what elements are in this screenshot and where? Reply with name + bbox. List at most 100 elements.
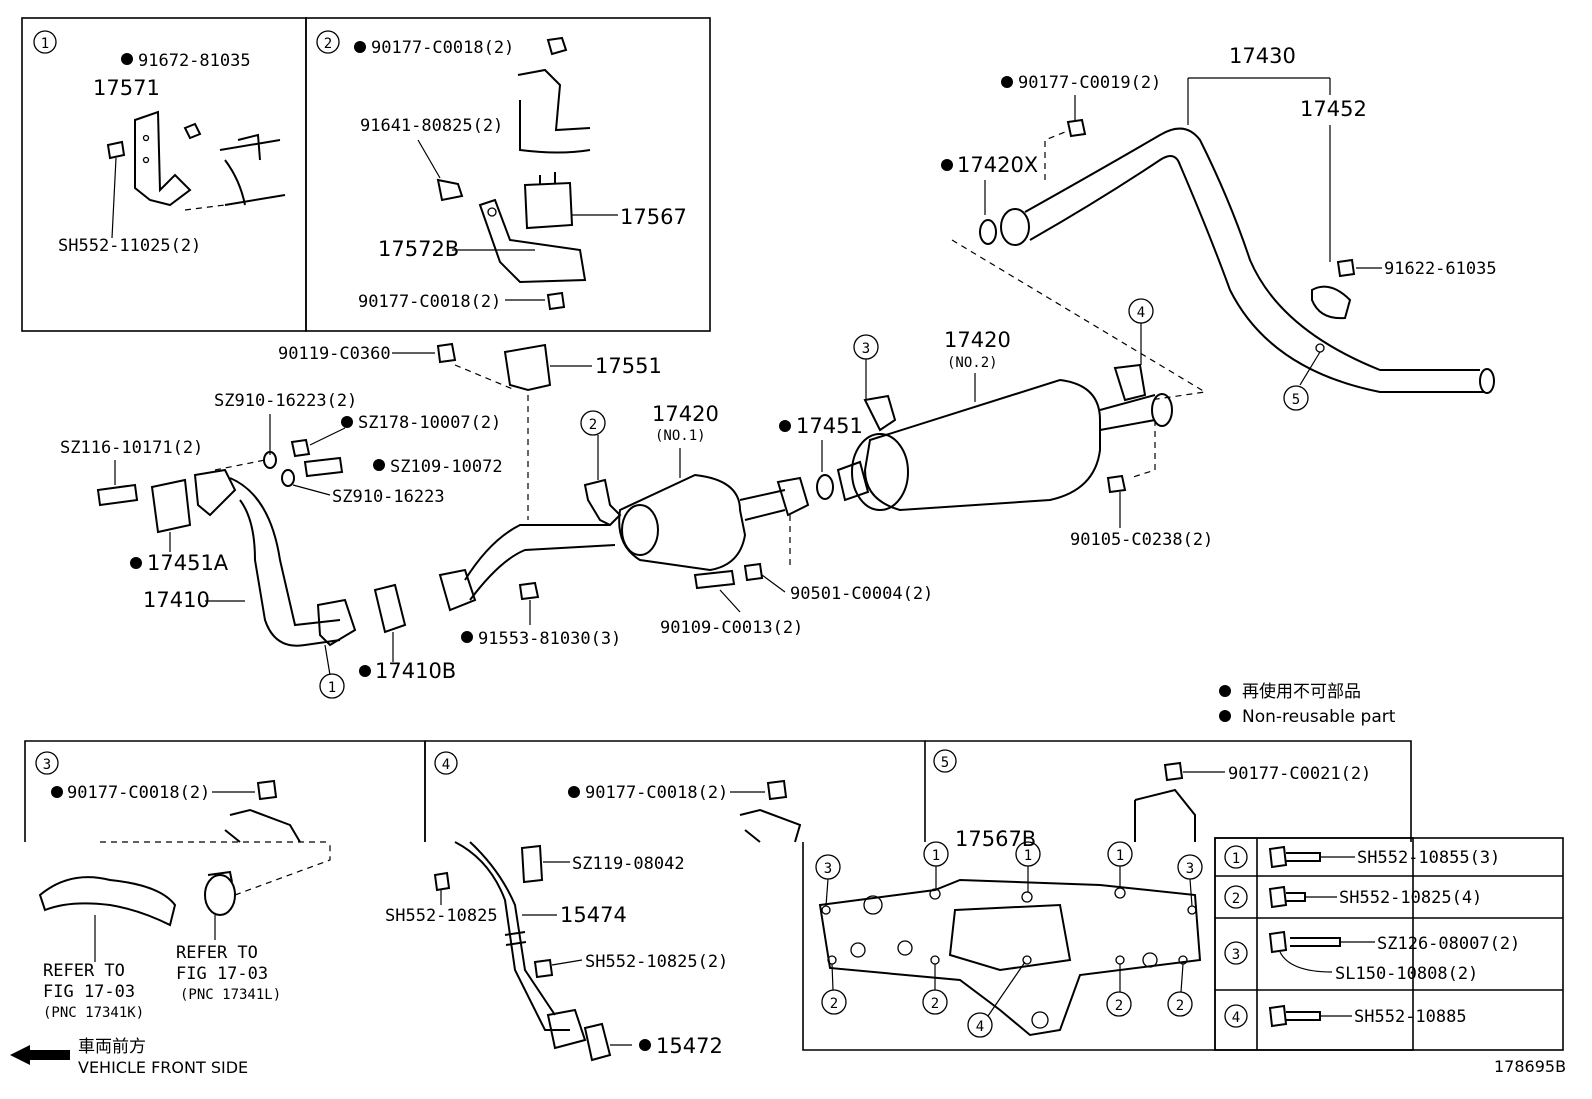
label-no2: (NO.2) bbox=[947, 355, 998, 371]
guide-line bbox=[1129, 420, 1156, 479]
guide-line bbox=[234, 842, 331, 896]
inset5-callout-2c-label: 2 bbox=[1115, 998, 1123, 1014]
part-17452: 17452 bbox=[1300, 97, 1367, 121]
callout-4-label: 4 bbox=[442, 757, 450, 773]
table-row-4-part: SH552-10885 bbox=[1354, 1007, 1467, 1027]
leader-line bbox=[1180, 963, 1184, 993]
mount-body bbox=[517, 68, 591, 154]
bolt-hole bbox=[487, 207, 497, 217]
leader-line bbox=[1299, 351, 1321, 386]
refer2-line2: FIG 17-03 bbox=[176, 964, 268, 984]
inset5-callout-2b-label: 2 bbox=[931, 996, 939, 1012]
washer bbox=[263, 451, 277, 469]
bolt-90119 bbox=[436, 342, 457, 364]
inset-5-frame-top bbox=[925, 740, 1412, 842]
leader-line bbox=[831, 963, 834, 991]
part-sh552-11025: SH552-11025(2) bbox=[58, 236, 201, 256]
non-reusable-dot bbox=[941, 159, 953, 171]
nut-icon bbox=[256, 779, 278, 801]
inset5-callout-4 bbox=[967, 1012, 993, 1038]
inset5-callout-2c bbox=[1106, 991, 1132, 1017]
bracket-line bbox=[1187, 77, 1331, 125]
part-90177-c0018-top: 90177-C0018(2) bbox=[371, 38, 514, 58]
part-17571: 17571 bbox=[93, 76, 160, 100]
bolt-icon bbox=[1268, 885, 1306, 909]
muffler-no2-end bbox=[851, 433, 909, 511]
hanger-bracket-4 bbox=[1113, 363, 1147, 402]
leader-line bbox=[551, 959, 583, 966]
part-17551: 17551 bbox=[595, 354, 662, 378]
nut-icon bbox=[546, 291, 566, 311]
refer2-line3: (PNC 17341L) bbox=[180, 987, 281, 1003]
inset5-callout-1b-label: 1 bbox=[1024, 848, 1032, 864]
inset-5-frame-bottom bbox=[802, 842, 1215, 1051]
part-sz116-10171: SZ116-10171(2) bbox=[60, 438, 203, 458]
part-90109-c0013: 90109-C0013(2) bbox=[660, 618, 803, 638]
inset-5: 5 90177-C0021(2) 17567B 1 1 1 3 bbox=[802, 740, 1564, 1051]
guide-line bbox=[184, 204, 226, 211]
pipe-section bbox=[219, 139, 286, 206]
bolt-90109 bbox=[693, 569, 736, 590]
nut-icon bbox=[1163, 761, 1184, 782]
flange bbox=[1000, 208, 1030, 246]
inset5-callout-1a-label: 1 bbox=[932, 848, 940, 864]
refer1-line3: (PNC 17341K) bbox=[43, 1005, 144, 1021]
part-17410b: 17410B bbox=[375, 659, 456, 683]
center-pipe bbox=[464, 524, 616, 601]
bolt-point-1a bbox=[929, 888, 941, 900]
footer: 車両前方 VEHICLE FRONT SIDE 178695B bbox=[10, 1037, 1566, 1077]
bolt-sh552-10825 bbox=[433, 871, 451, 892]
bolt-sz109 bbox=[303, 456, 344, 478]
outlet-flange-no2 bbox=[1151, 393, 1173, 427]
inset5-callout-3b-label: 3 bbox=[1186, 861, 1194, 877]
non-reusable-dot bbox=[1219, 685, 1231, 697]
callout-5-label: 5 bbox=[941, 755, 949, 771]
plate-hole bbox=[1142, 952, 1158, 968]
bracket-fragment bbox=[739, 808, 802, 843]
outlet-pipe-no2 bbox=[1099, 394, 1156, 431]
inset-4: 4 90177-C0018(2) SH552-10825 SZ119-08042… bbox=[385, 740, 926, 1062]
inset5-callout-4-label: 4 bbox=[976, 1019, 984, 1035]
part-17572b: 17572B bbox=[378, 237, 459, 261]
leader-line bbox=[1279, 951, 1333, 973]
refer1-line2: FIG 17-03 bbox=[43, 982, 135, 1002]
tail-pipe-upper-edge bbox=[1024, 127, 1480, 371]
washer bbox=[281, 469, 295, 487]
gasket-17451a bbox=[150, 478, 192, 534]
table-row-4-num: 4 bbox=[1232, 1010, 1240, 1026]
part-17567b: 17567B bbox=[955, 827, 1036, 851]
part-90177-c0018-bottom: 90177-C0018(2) bbox=[358, 292, 501, 312]
callout-5-circle bbox=[1283, 385, 1309, 411]
guide-line bbox=[1044, 129, 1071, 180]
callout-1-circle bbox=[33, 30, 57, 54]
part-sz910-16223: SZ910-16223 bbox=[332, 487, 445, 507]
non-reusable-dot bbox=[354, 41, 366, 53]
leader-line bbox=[1189, 878, 1193, 907]
rear-flange-17410 bbox=[316, 598, 357, 647]
bolt-table: 1 SH552-10855(3) 2 SH552-10825(4) 3 SZ12… bbox=[1214, 837, 1564, 1051]
hanger-bracket-2 bbox=[583, 478, 622, 527]
plate-hole bbox=[863, 895, 883, 915]
part-17430: 17430 bbox=[1229, 44, 1296, 68]
nut-icon bbox=[1066, 118, 1087, 138]
part-91622-61035: 91622-61035 bbox=[1384, 259, 1497, 279]
non-reusable-dot bbox=[130, 557, 142, 569]
part-17410: 17410 bbox=[143, 588, 210, 612]
inset5-callout-2d bbox=[1167, 991, 1193, 1017]
callout-4-circle bbox=[434, 751, 458, 775]
leader-line bbox=[111, 157, 117, 239]
callout-5-circle bbox=[933, 749, 957, 773]
tail-pipe-lower-edge bbox=[1029, 155, 1485, 393]
legend-jp: 再使用不可部品 bbox=[1242, 681, 1361, 702]
hanger-point bbox=[1315, 343, 1325, 353]
part-17420x: 17420X bbox=[957, 153, 1038, 177]
rubber-mount-17567 bbox=[523, 172, 574, 230]
main-assembly: 90119-C0360 17551 SZ910-16223(2) SZ178-1… bbox=[60, 298, 1213, 699]
refer2-line1: REFER TO bbox=[176, 943, 258, 963]
legend: 再使用不可部品 Non-reusable part bbox=[1219, 681, 1396, 727]
sensor-sz119 bbox=[520, 844, 544, 884]
heat-insulator-17551 bbox=[503, 343, 552, 392]
non-reusable-dot bbox=[639, 1039, 651, 1051]
part-90177-c0018-inset4: 90177-C0018(2) bbox=[585, 783, 728, 803]
part-17420-no2: 17420 bbox=[944, 328, 1011, 352]
